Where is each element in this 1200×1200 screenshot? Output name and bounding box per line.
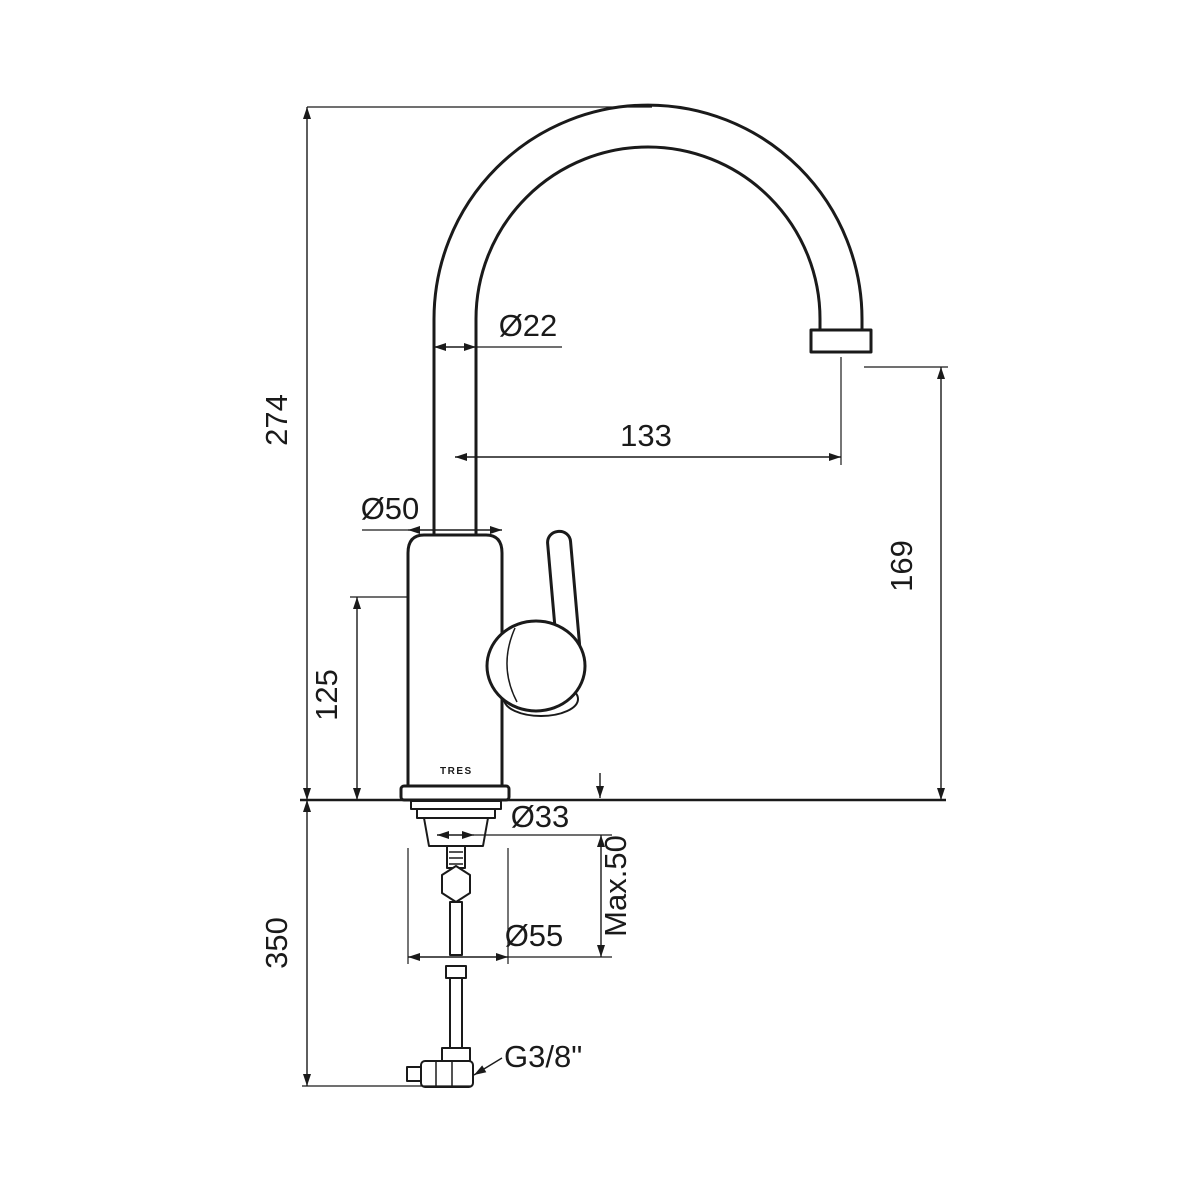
dim-133-label: 133: [620, 418, 672, 453]
hose-crimp: [445, 965, 467, 979]
mounting-hardware: [410, 800, 502, 903]
handle-seam: [506, 627, 518, 703]
dim-350-label: 350: [259, 917, 294, 969]
hose-lower: [449, 977, 463, 1049]
dim-max50-label: Max.50: [598, 835, 633, 937]
dim-dia22-label: Ø22: [499, 308, 558, 343]
faucet-outline: TRES: [399, 103, 873, 802]
leader-g38-line: [473, 1057, 503, 1076]
dim-169-label: 169: [884, 540, 919, 592]
spout-arc-tube: [432, 103, 864, 542]
dim-274-label: 274: [259, 394, 294, 446]
dim-125-label: 125: [309, 669, 344, 721]
hose-connection-nut: [420, 1060, 474, 1088]
base-flange: [399, 784, 511, 802]
hose-upper: [449, 901, 463, 956]
handle-knuckle: [485, 619, 587, 713]
dim-dia33-label: Ø33: [511, 799, 570, 834]
dim-dia55-label: Ø55: [505, 918, 564, 953]
check-valve: [441, 865, 471, 903]
dim-g38-label: G3/8": [504, 1039, 582, 1074]
dimension-annotations: 274 350 125 Ø22 133 169 Ø50 Ø33 Max.50 Ø…: [259, 106, 948, 1087]
mounting-nut: [423, 817, 489, 847]
hose-tail: [406, 1066, 422, 1082]
hose-ferrule: [441, 1047, 471, 1062]
faucet-body: [406, 533, 504, 788]
mounting-washer-bottom: [416, 808, 496, 819]
dim-dia50-label: Ø50: [361, 491, 420, 526]
brand-label: TRES: [440, 766, 473, 777]
supply-hose: [406, 901, 474, 1088]
aerator-collar: [809, 328, 873, 354]
mounting-washer-top: [410, 800, 502, 810]
